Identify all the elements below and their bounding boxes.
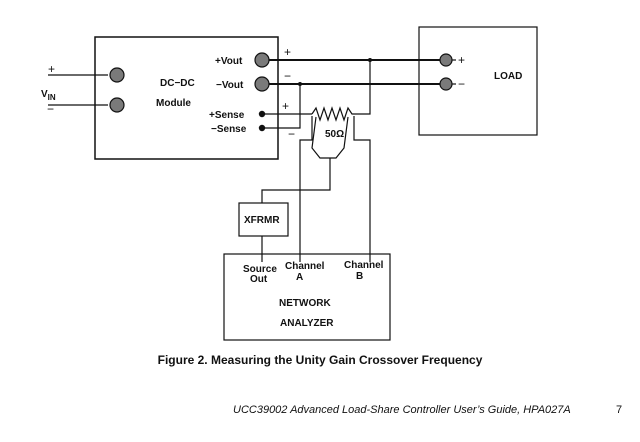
vin-label: VIN [41, 89, 56, 102]
footer-title: UCC39002 Advanced Load-Share Controller … [233, 404, 571, 416]
xfrmr-label: XFRMR [244, 215, 280, 226]
resistor-50ohm [311, 106, 356, 122]
xfrmr-box [238, 202, 289, 237]
sense-plus-sign: + [282, 99, 289, 113]
analyzer-name-line1: NETWORK [279, 298, 331, 309]
rail-minus-sign: − [284, 69, 291, 83]
source-loop-wire [311, 116, 349, 159]
load-label: LOAD [494, 71, 522, 82]
sense-neg-wire [262, 84, 301, 129]
probe-a-wire [299, 116, 313, 262]
sense-neg-terminal [258, 124, 266, 132]
channel-a-line2: A [296, 272, 303, 283]
dcdc-module-box [94, 36, 279, 160]
circuit-diagram: DC−DC Module +Vout −Vout +Sense −Sense +… [41, 26, 538, 341]
resistor-label: 50Ω [325, 129, 344, 140]
load-box [418, 26, 538, 136]
figure-caption: Figure 2. Measuring the Unity Gain Cross… [157, 353, 483, 367]
source-out-line1: Source [243, 264, 277, 275]
channel-b-line2: B [356, 271, 363, 282]
sense-pos-terminal [258, 110, 266, 118]
neg-rail-junction [298, 82, 302, 86]
pin-sense-pos: +Sense [209, 110, 245, 121]
vin-plus-terminal [109, 67, 125, 83]
network-analyzer-box [223, 253, 391, 341]
analyzer-name-line2: ANALYZER [280, 318, 334, 329]
source-out-line2: Out [250, 274, 268, 285]
vin-label-sub: IN [48, 93, 56, 102]
resistor-to-rail-wire [356, 60, 371, 115]
rail-junction [368, 58, 372, 62]
pin-vout-pos: +Vout [215, 56, 243, 67]
vout-pos-terminal [254, 52, 270, 68]
channel-a-line1: Channel [285, 261, 325, 272]
vout-neg-terminal [254, 76, 270, 92]
module-label-line2: Module [156, 98, 191, 109]
page-number: 7 [616, 404, 623, 416]
rail-plus-sign: + [284, 45, 291, 59]
module-label-line1: DC−DC [160, 78, 195, 89]
vin-plus-sign: + [48, 62, 55, 76]
pin-sense-neg: −Sense [211, 124, 247, 135]
channel-b-line1: Channel [344, 260, 384, 271]
probe-b-wire [353, 116, 371, 262]
vin-label-v: V [41, 89, 48, 100]
vin-minus-terminal [109, 97, 125, 113]
pin-vout-neg: −Vout [216, 80, 244, 91]
load-plus-sign: + [458, 53, 465, 67]
load-minus-sign: − [458, 77, 465, 91]
load-plus-terminal [439, 53, 453, 67]
source-to-xfrmr-wire [261, 158, 331, 203]
vin-minus-sign: − [47, 102, 54, 116]
load-minus-terminal [439, 77, 453, 91]
sense-minus-sign: − [288, 127, 295, 141]
